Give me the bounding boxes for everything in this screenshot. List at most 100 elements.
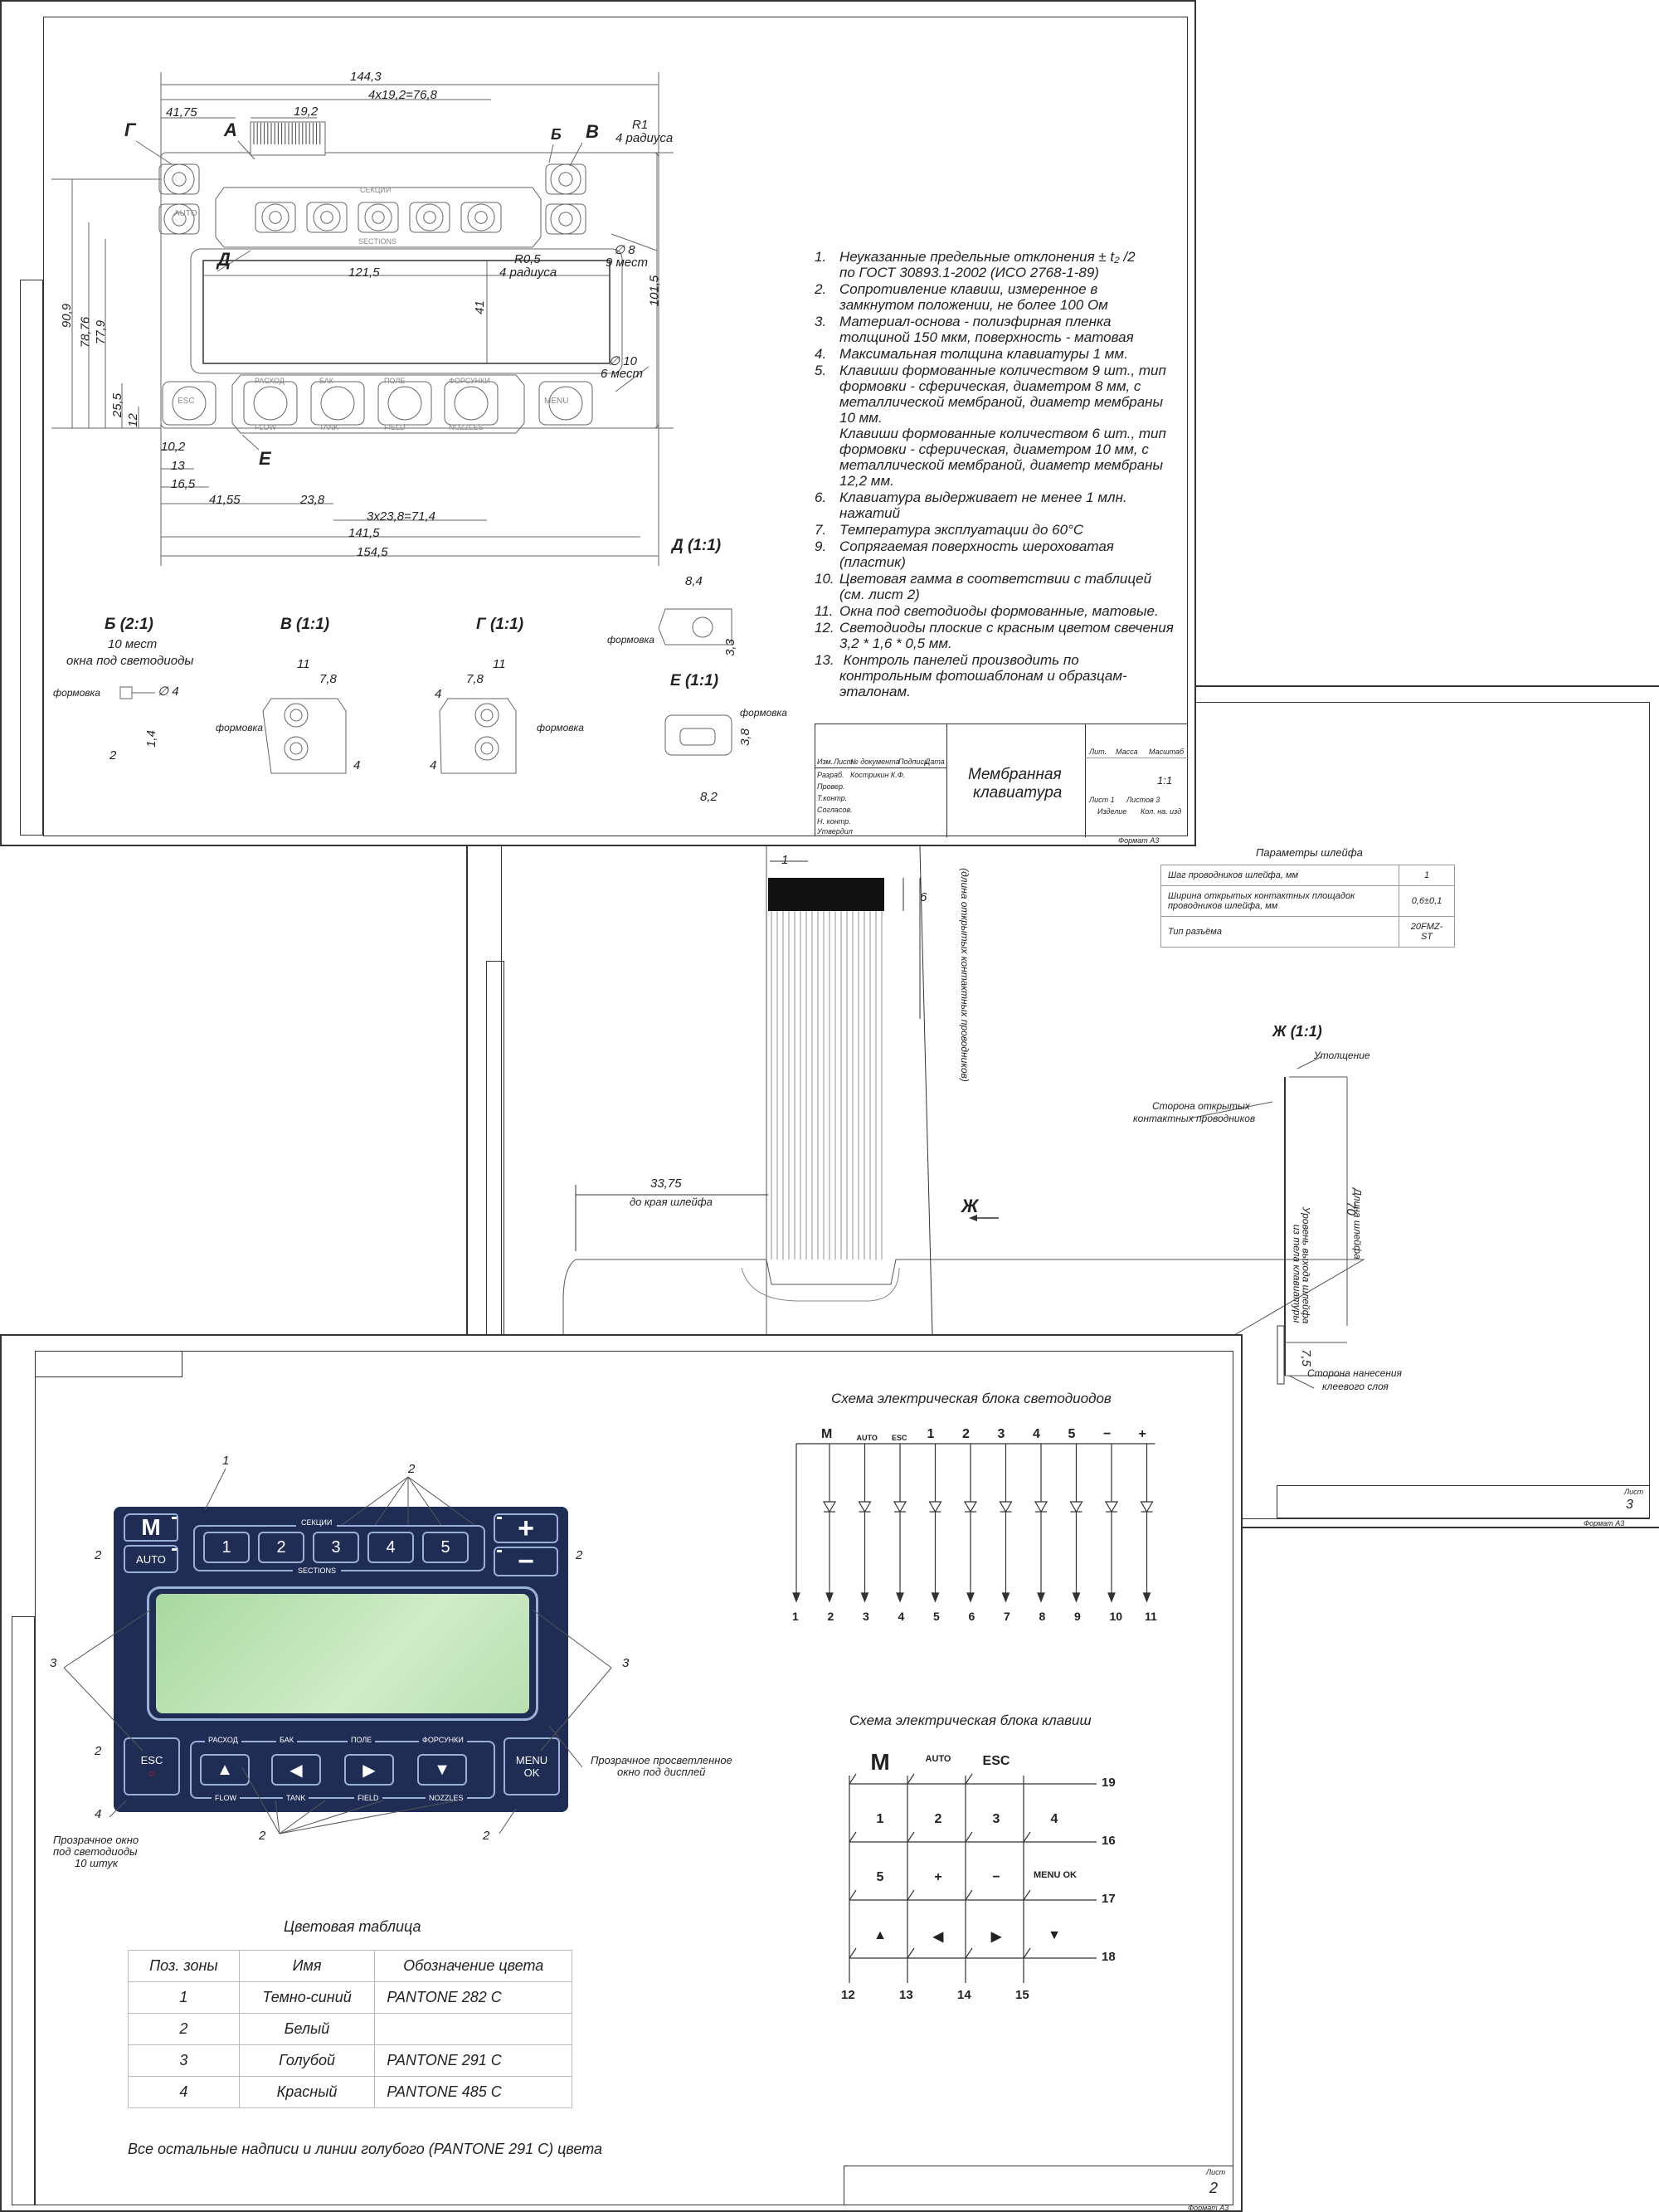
led-minus <box>497 1550 502 1552</box>
callout-2-top: 2 <box>408 1462 416 1476</box>
key-menu-label: MENU <box>515 1754 548 1766</box>
keyboard-drawing <box>51 72 732 774</box>
key-down[interactable]: ▼ <box>417 1754 467 1786</box>
stamp-h-scale: Масштаб <box>1149 748 1185 756</box>
letter-a: А <box>224 119 237 140</box>
note-number: 4. <box>815 346 827 362</box>
note-text: толщиной 150 мкм, поверхность - матовая <box>839 329 1134 345</box>
color-table-header: Имя <box>238 1950 376 1982</box>
section-key[interactable]: 5 <box>422 1532 469 1563</box>
view-zh-title: Ж (1:1) <box>1272 1023 1322 1040</box>
key-schema-label: MENU OK <box>1034 1870 1077 1880</box>
key-up[interactable]: ▲ <box>200 1754 250 1786</box>
dim-d10-b: 6 мест <box>601 367 643 381</box>
detail-e-form: формовка <box>740 707 787 719</box>
note-text: Клавиатура выдерживает не менее 1 млн. <box>839 490 1127 505</box>
param-value: 20FMZ-ST <box>1399 916 1455 948</box>
dim-144-3: 144,3 <box>350 70 382 84</box>
note-text: нажатий <box>839 505 901 521</box>
note-text: Максимальная толщина клавиатуры 1 мм. <box>839 346 1128 362</box>
note-text: 3,2 * 1,6 * 0,5 мм. <box>839 636 952 651</box>
key-col-pin: 12 <box>841 1988 855 2002</box>
sheet-2-format: Формат А3 <box>1188 2204 1229 2212</box>
led-pin: 6 <box>968 1610 975 1623</box>
down-arrow-icon: ▼ <box>434 1760 450 1779</box>
led-label: M <box>821 1427 833 1441</box>
stamp-prov: Провер. <box>817 782 845 791</box>
sheet-2-frame <box>35 1351 1233 2205</box>
led-label: 5 <box>1068 1427 1076 1441</box>
note-first-line: 13. Контроль панелей производить по <box>815 652 1180 668</box>
color-name: Красный <box>238 2076 376 2108</box>
detail-d-title: Д (1:1) <box>672 537 722 554</box>
up-arrow-icon: ▲ <box>216 1760 233 1779</box>
footer-note: Все остальные надписи и линии голубого (… <box>128 2141 603 2157</box>
note-first-line: 3. Материал-основа - полиэфирная пленка <box>815 314 1180 329</box>
detail-g-form: формовка <box>537 722 584 733</box>
open-side-label-2: контактных проводников <box>1133 1113 1256 1124</box>
key-esc[interactable]: ESC○ <box>124 1737 180 1795</box>
section-key-label: 2 <box>276 1537 286 1557</box>
note-number: 3. <box>815 314 827 329</box>
section-key[interactable]: 4 <box>367 1532 414 1563</box>
callout-2-bottom-right: 2 <box>483 1829 490 1843</box>
key-schema-label: + <box>934 1870 942 1884</box>
led-plus <box>497 1517 502 1519</box>
panel-top-label: РАСХОД <box>255 377 285 385</box>
color-code <box>374 2013 572 2045</box>
dim-12: 12 <box>125 413 140 427</box>
key-m[interactable]: M <box>124 1513 178 1542</box>
note-text: Клавиши формованные количеством 6 шт., т… <box>839 426 1166 441</box>
dim-d8: ∅ 8 <box>614 243 635 257</box>
panel-bottom-label: NOZZLES <box>449 423 484 431</box>
key-plus[interactable]: + <box>494 1513 558 1544</box>
letter-b: Б <box>551 126 562 143</box>
key-right[interactable]: ▶ <box>344 1754 394 1786</box>
led-label: 3 <box>997 1427 1005 1441</box>
stamp-scale: 1:1 <box>1157 774 1173 787</box>
section-key-label: 1 <box>221 1537 231 1557</box>
color-table-header: Поз. зоны <box>128 1950 240 1982</box>
note-number: 9. <box>815 538 827 554</box>
callout-2-left-bottom: 2 <box>95 1744 102 1758</box>
note-number: 2. <box>815 281 827 297</box>
stamp-razrab-name: Кострикин К.Ф. <box>850 771 906 779</box>
esc-label: ESC <box>178 397 195 406</box>
key-minus[interactable]: − <box>494 1546 558 1577</box>
detail-g-4b: 4 <box>430 758 437 772</box>
note-text: 12,2 мм. <box>839 473 894 489</box>
led-auto <box>172 1548 177 1551</box>
callout-4: 4 <box>95 1807 102 1821</box>
key-schema-label: ▼ <box>1048 1928 1061 1942</box>
key-left[interactable]: ◀ <box>271 1754 321 1786</box>
section-key[interactable]: 3 <box>313 1532 359 1563</box>
note-first-line: 7.Температура эксплуатации до 60°С <box>815 522 1180 538</box>
key-schema-label: 3 <box>992 1812 1000 1826</box>
led-note-2: под светодиоды <box>53 1845 138 1858</box>
stamp-tkontr: Т.контр. <box>817 794 848 802</box>
led-label: − <box>1103 1427 1112 1441</box>
key-row-pin: 18 <box>1102 1950 1116 1964</box>
note-text: замкнутом положении, не более 100 Ом <box>839 297 1108 313</box>
section-key[interactable]: 2 <box>258 1532 304 1563</box>
detail-v-form: формовка <box>216 722 263 733</box>
sheet-1-title-block: Изм. Лист № документа Подпись Дата Разра… <box>815 724 1189 837</box>
note-first-line: 9.Сопрягаемая поверхность шероховатая <box>815 538 1180 554</box>
sheet-1-sidebar <box>20 280 53 836</box>
sheet-3-sheet-no: 3 <box>1626 1498 1633 1512</box>
note-text: Материал-основа - полиэфирная пленка <box>839 314 1112 329</box>
right-arrow-icon: ▶ <box>362 1761 376 1780</box>
dim-41: 41 <box>472 300 487 314</box>
key-schema-title: Схема электрическая блока клавиш <box>849 1713 1092 1728</box>
section-key[interactable]: 1 <box>203 1532 250 1563</box>
note-text: (см. лист 2) <box>839 587 920 602</box>
key-auto[interactable]: AUTO <box>124 1545 178 1573</box>
note-text: металлической мембраной, диаметр мембран… <box>839 457 1164 473</box>
detail-v-title: В (1:1) <box>280 616 330 633</box>
letter-e: Е <box>259 448 271 469</box>
